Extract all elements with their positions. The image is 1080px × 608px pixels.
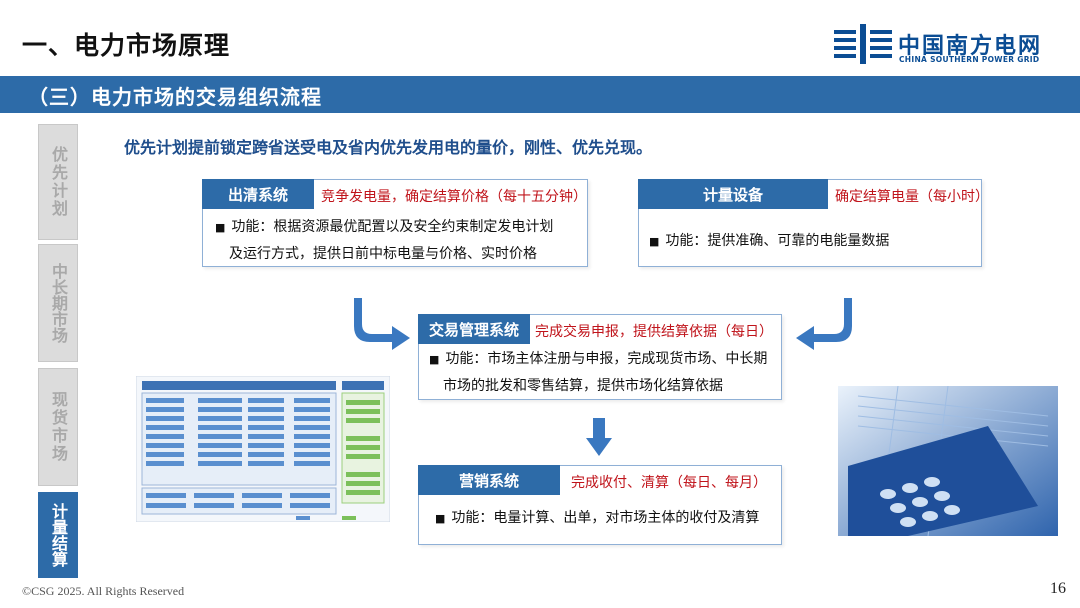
lead-text: 优先计划提前锁定跨省送受电及省内优先发用电的量价，刚性、优先兑现。 (124, 138, 653, 157)
metering-device-card: 计量设备 确定结算电量（每小时） ■ 功能：提供准确、可靠的电能量数据 (638, 179, 989, 267)
bullet-icon: ■ (435, 512, 446, 525)
calculator-photo-icon (838, 386, 1058, 536)
card-line: 市场的批发和零售结算，提供市场化结算依据 (443, 378, 723, 394)
side-tab-priority-plan[interactable]: 优先计划 (38, 124, 78, 240)
card-line: 功能：提供准确、可靠的电能量数据 (665, 233, 890, 249)
logo-text-cn: 中国南方电网 (898, 34, 1043, 59)
card-tag: 完成收付、清算（每日、每月） (571, 475, 767, 491)
section-title: （三）电力市场的交易组织流程 (28, 85, 322, 109)
logo-text-en: CHINA SOUTHERN POWER GRID (899, 55, 1040, 64)
card-title: 计量设备 (638, 179, 828, 209)
system-architecture-thumbnail (136, 376, 390, 522)
company-logo: 中国南方电网 CHINA SOUTHERN POWER GRID (834, 24, 1064, 68)
card-title: 交易管理系统 (418, 314, 530, 344)
curved-arrow-right-icon (354, 298, 410, 350)
side-tab-spot-market[interactable]: 现货市场 (38, 368, 78, 486)
page-number: 16 (1050, 580, 1066, 597)
trading-management-card: 交易管理系统 完成交易申报，提供结算依据（每日） ■ 功能：市场主体注册与申报，完… (418, 314, 782, 400)
card-line: 功能：根据资源最优配置以及安全约束制定发电计划 (231, 219, 554, 235)
curved-arrow-left-icon (796, 298, 852, 350)
card-body: ■ 功能：根据资源最优配置以及安全约束制定发电计划 及运行方式，提供日前中标电量与… (215, 214, 553, 268)
section-bar: （三）电力市场的交易组织流程 (0, 76, 1080, 113)
copyright-text: ©CSG 2025. All Rights Reserved (22, 584, 185, 598)
bullet-icon: ■ (429, 353, 440, 366)
card-title: 出清系统 (202, 179, 314, 209)
csg-logo-icon (834, 24, 892, 64)
card-body: ■ 功能：市场主体注册与申报，完成现货市场、中长期 市场的批发和零售结算，提供市场… (429, 346, 767, 400)
side-tab-label: 计量结算 (49, 503, 68, 567)
side-tab-label: 现货市场 (49, 391, 68, 463)
page-title: 一、电力市场原理 (22, 31, 231, 60)
card-line: 功能：电量计算、出单，对市场主体的收付及清算 (451, 510, 760, 526)
card-title: 营销系统 (418, 465, 560, 495)
marketing-system-card: 营销系统 完成收付、清算（每日、每月） ■ 功能：电量计算、出单，对市场主体的收付… (418, 465, 782, 545)
side-tab-mid-long-term[interactable]: 中长期市场 (38, 244, 78, 362)
side-tab-label: 优先计划 (49, 146, 68, 218)
side-tab-label: 中长期市场 (49, 263, 68, 343)
bullet-icon: ■ (649, 235, 660, 248)
card-tag: 完成交易申报，提供结算依据（每日） (535, 324, 773, 340)
card-tag: 确定结算电量（每小时） (835, 189, 989, 205)
card-tag: 竞争发电量，确定结算价格（每十五分钟） (321, 189, 587, 205)
side-tab-metering-settlement[interactable]: 计量结算 (38, 492, 78, 578)
card-line: 功能：市场主体注册与申报，完成现货市场、中长期 (445, 351, 768, 367)
card-body: ■ 功能：电量计算、出单，对市场主体的收付及清算 (435, 505, 759, 532)
card-line: 及运行方式，提供日前中标电量与价格、实时价格 (229, 246, 537, 262)
down-arrow-icon (586, 418, 612, 456)
clearing-system-card: 出清系统 竞争发电量，确定结算价格（每十五分钟） ■ 功能：根据资源最优配置以及安… (202, 179, 588, 267)
bullet-icon: ■ (215, 221, 226, 234)
card-body: ■ 功能：提供准确、可靠的电能量数据 (649, 228, 889, 255)
